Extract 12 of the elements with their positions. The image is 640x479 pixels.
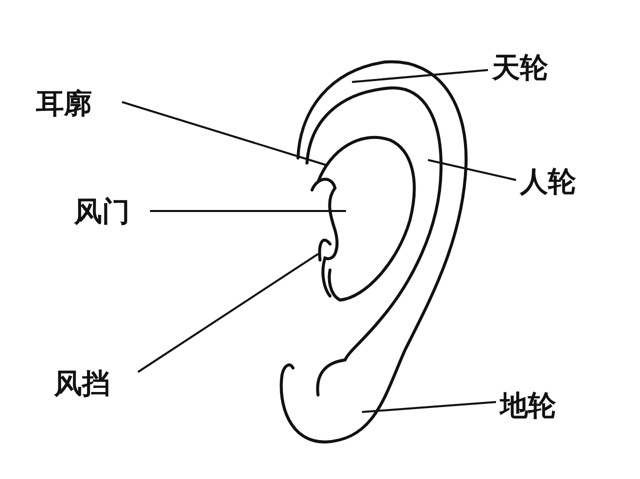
part-label: 地轮	[500, 390, 556, 422]
leader-line	[352, 69, 488, 83]
part-label: 人轮	[520, 166, 576, 198]
part-label: 耳廓	[36, 88, 92, 120]
leader-line	[122, 101, 326, 166]
part-label: 天轮	[492, 52, 548, 84]
leader-line	[428, 159, 516, 181]
leader-line	[362, 401, 496, 413]
part-label: 风挡	[54, 368, 110, 400]
part-label: 风门	[74, 196, 130, 228]
leader-line	[150, 210, 346, 212]
leader-line	[137, 253, 319, 373]
